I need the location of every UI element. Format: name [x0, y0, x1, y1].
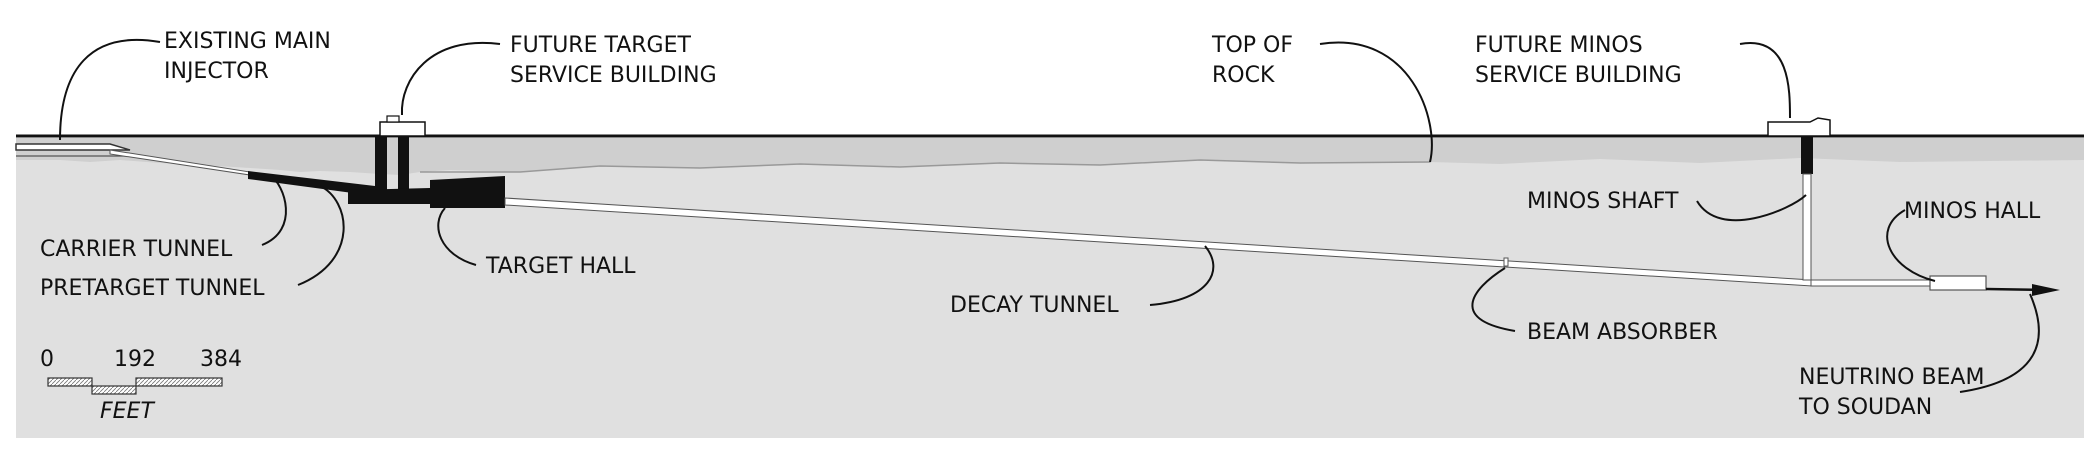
leader-top-of-rock: [1319, 41, 1433, 163]
label-future-target-service-building-line2: SERVICE BUILDING: [510, 63, 717, 88]
leader-future-target-service-building: [400, 41, 501, 116]
scale-tick-384: 384: [200, 347, 242, 372]
scale-tick-192: 192: [114, 347, 156, 372]
target-hall: [348, 176, 505, 208]
leader-pretarget-tunnel: [297, 185, 345, 286]
label-target-hall: TARGET HALL: [485, 254, 636, 279]
scale-segment-1: [47, 377, 93, 387]
label-future-minos-service-building-line2: SERVICE BUILDING: [1475, 63, 1682, 88]
main-injector-enclosure: [15, 143, 131, 151]
soil-layer: [16, 138, 2084, 175]
target-shaft-2: [398, 136, 409, 194]
neutrino-beam-arrowhead: [2032, 284, 2060, 296]
label-neutrino-beam-to-soudan: NEUTRINO BEAM TO SOUDAN: [1798, 365, 1991, 420]
leader-decay-tunnel: [1149, 245, 1215, 306]
label-neutrino-beam-line1: NEUTRINO BEAM: [1799, 365, 1984, 390]
label-decay-tunnel: DECAY TUNNEL: [950, 293, 1119, 318]
minos-hall: [1929, 275, 1987, 291]
label-beam-absorber: BEAM ABSORBER: [1527, 320, 1718, 345]
target-service-building-roof: [386, 115, 400, 123]
label-neutrino-beam-line2: TO SOUDAN: [1798, 395, 1932, 420]
label-future-minos-service-building: FUTURE MINOS SERVICE BUILDING: [1475, 33, 1682, 88]
label-carrier-tunnel: CARRIER TUNNEL: [40, 237, 233, 262]
leader-existing-main-injector: [59, 38, 161, 141]
minos-service-building: [1767, 117, 1831, 137]
leader-minos-hall: [1886, 209, 1936, 282]
leader-minos-shaft: [1696, 194, 1807, 222]
label-top-of-rock-line1: TOP OF: [1211, 33, 1293, 58]
leader-target-hall: [437, 207, 477, 266]
minos-shaft-lower: [1802, 173, 1812, 281]
target-service-building: [379, 121, 426, 137]
scale-segment-3: [135, 377, 223, 387]
leader-carrier-tunnel: [261, 174, 287, 246]
label-top-of-rock: TOP OF ROCK: [1211, 33, 1300, 88]
label-existing-main-injector: EXISTING MAIN INJECTOR: [164, 29, 338, 84]
label-future-target-service-building-line1: FUTURE TARGET: [510, 33, 691, 58]
label-future-minos-service-building-line1: FUTURE MINOS: [1475, 33, 1643, 58]
scale-segment-2: [91, 385, 137, 395]
leader-future-minos-service-building: [1739, 42, 1791, 119]
minos-shaft-upper: [1801, 136, 1813, 174]
label-existing-main-injector-line1: EXISTING MAIN: [164, 29, 331, 54]
label-future-target-service-building: FUTURE TARGET SERVICE BUILDING: [510, 33, 717, 88]
label-top-of-rock-line2: ROCK: [1212, 63, 1275, 88]
minos-access-tunnel: [1810, 279, 1931, 287]
top-of-rock-line: [420, 159, 1431, 173]
pretarget-tunnel: [248, 171, 375, 196]
label-pretarget-tunnel: PRETARGET TUNNEL: [40, 276, 265, 301]
scale-bar: 0 192 384 FEET: [40, 347, 242, 424]
beam-absorber: [1503, 257, 1509, 267]
label-minos-hall: MINOS HALL: [1904, 199, 2041, 224]
target-shaft-1: [375, 136, 387, 194]
scale-unit-label: FEET: [100, 399, 155, 424]
label-existing-main-injector-line2: INJECTOR: [164, 59, 269, 84]
leader-neutrino-beam: [1959, 293, 2040, 393]
scale-tick-0: 0: [40, 347, 54, 372]
leader-beam-absorber: [1471, 267, 1516, 332]
label-minos-shaft: MINOS SHAFT: [1527, 189, 1679, 214]
